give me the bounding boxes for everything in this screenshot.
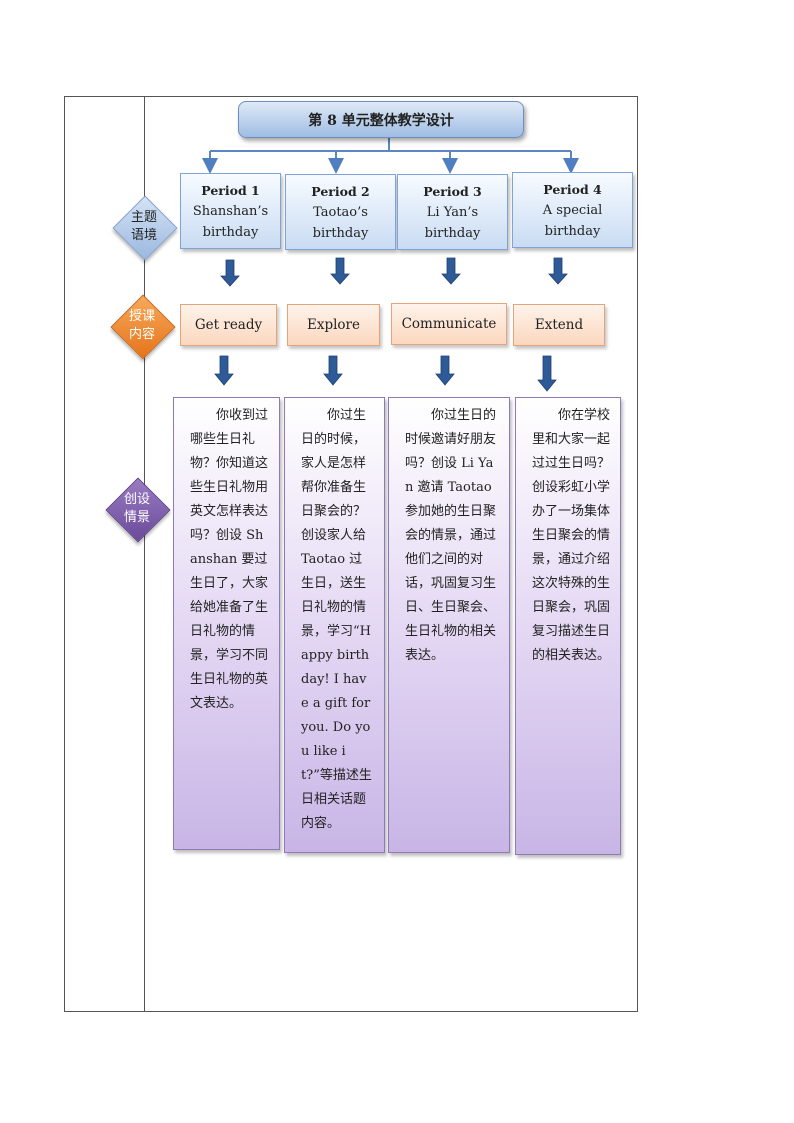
period-theme: Taotao’s birthday — [312, 205, 369, 241]
down-arrow-icon — [220, 259, 240, 287]
theme-label: 主题 语境 — [130, 210, 157, 243]
period-theme: A special birthday — [542, 203, 603, 239]
down-arrow-icon — [548, 257, 568, 285]
stage-box-4: Extend — [513, 304, 605, 346]
down-arrow-icon — [330, 257, 350, 285]
down-arrow-icon — [537, 355, 557, 392]
stage-box-1: Get ready — [180, 304, 277, 346]
situation-text: 你过生日的时候邀请好朋友吗？创设 Li Yan 邀请 Taotao 参加她的生日… — [405, 408, 497, 663]
situation-label: 创设 情景 — [123, 492, 150, 525]
period-title: Period 2 — [311, 184, 370, 199]
down-arrow-icon — [323, 355, 343, 386]
period-box-2: Period 2 Taotao’s birthday — [285, 174, 396, 250]
down-arrow-icon — [435, 355, 455, 386]
situation-box-3: 你过生日的时候邀请好朋友吗？创设 Li Yan 邀请 Taotao 参加她的生日… — [388, 397, 510, 853]
situation-box-2: 你过生日的时候，家人是怎样帮你准备生日聚会的？创设家人给 Taotao 过生日，… — [284, 397, 385, 853]
period-title: Period 1 — [201, 183, 260, 198]
diagram-title: 第 8 单元整体教学设计 — [238, 101, 524, 138]
period-title: Period 3 — [423, 184, 482, 199]
stage-box-2: Explore — [287, 304, 380, 346]
situation-box-4: 你在学校里和大家一起过过生日吗？创设彩虹小学办了一场集体生日聚会的情景，通过介绍… — [515, 397, 621, 855]
column-divider — [144, 96, 145, 1012]
down-arrow-icon — [214, 355, 234, 386]
period-theme: Li Yan’s birthday — [424, 205, 481, 241]
situation-text: 你在学校里和大家一起过过生日吗？创设彩虹小学办了一场集体生日聚会的情景，通过介绍… — [532, 408, 611, 663]
period-title: Period 4 — [543, 182, 602, 197]
period-box-1: Period 1 Shanshan’s birthday — [180, 173, 281, 249]
situation-box-1: 你收到过哪些生日礼物？你知道这些生日礼物用英文怎样表达吗？创设 Shanshan… — [173, 397, 280, 850]
content-label: 授课 内容 — [128, 309, 155, 342]
table-frame — [64, 96, 638, 1012]
stage-box-3: Communicate — [391, 303, 507, 345]
theme-diamond: 主题 语境 — [112, 195, 178, 261]
period-box-4: Period 4 A special birthday — [512, 172, 633, 248]
situation-text: 你收到过哪些生日礼物？你知道这些生日礼物用英文怎样表达吗？创设 Shanshan… — [190, 408, 269, 711]
content-diamond: 授课 内容 — [110, 294, 176, 360]
down-arrow-icon — [441, 257, 461, 285]
situation-text: 你过生日的时候，家人是怎样帮你准备生日聚会的？创设家人给 Taotao 过生日，… — [301, 408, 372, 831]
period-theme: Shanshan’s birthday — [192, 204, 269, 240]
situation-diamond: 创设 情景 — [105, 477, 171, 543]
period-box-3: Period 3 Li Yan’s birthday — [397, 174, 508, 250]
